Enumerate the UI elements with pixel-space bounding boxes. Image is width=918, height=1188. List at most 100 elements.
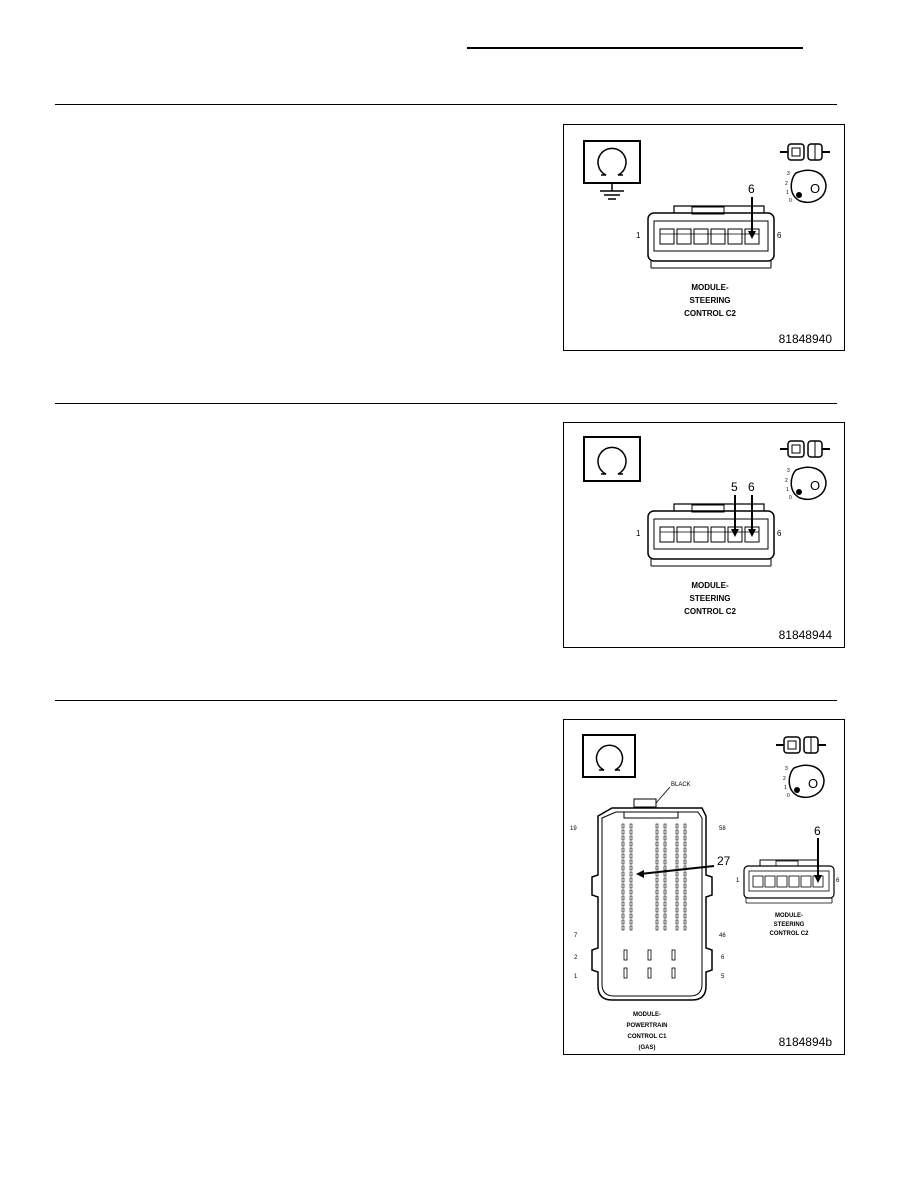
pcm-pin-cavity [663,859,667,865]
pcm-pin-cavity [655,841,659,847]
pcm-pin-cavity [629,841,633,847]
pcm-pin-cavity [655,829,659,835]
pcm-pin-cavity [663,847,667,853]
pcm-pin-label-6: 6 [721,955,725,961]
pcm-pin-cavity [621,919,625,925]
figure-2-drawing: O 3 2 1 0 [583,436,830,567]
pcm-pin-cavity [621,913,625,919]
pcm-pin-cavity [655,883,659,889]
pcm-pin-cavity [675,871,679,877]
pcm-pin-cavity [683,883,687,889]
pcm-pin-cavity [655,895,659,901]
pcm-pin-cavity [683,913,687,919]
header-rule [467,47,803,49]
pcm-pin-cavity [663,841,667,847]
pcm-pin-cavity [675,847,679,853]
pcm-pin-cavity [629,829,633,835]
pcm-connector-name-line-1: MODULE- [633,1012,661,1018]
sub-connector-name-line-1: MODULE- [775,913,803,919]
pcm-connector-name-line-3: CONTROL C1 [627,1034,667,1040]
connector-name-line-2: STEERING [689,594,731,603]
figure-steering-c2-pins-5-6: O 3 2 1 0 [563,422,845,648]
pcm-pin-cavity [621,865,625,871]
pcm-pin-cavity [621,925,625,931]
steering-c2-connector-icon [647,503,775,567]
arrow-pin-label: 6 [748,182,755,196]
pcm-pin-cavity [621,829,625,835]
pcm-pin-cavity [663,889,667,895]
pcm-pin-cavity [629,895,633,901]
pcm-pin-cavity [629,913,633,919]
probe-arrow-sub-pin-6 [814,838,822,883]
pcm-pin-cavity [621,841,625,847]
pcm-pin-cavity [683,853,687,859]
svg-text:2: 2 [783,776,786,782]
pcm-pin-cavity [675,853,679,859]
pcm-pin-cavity [663,871,667,877]
disconnect-connector-icon [780,440,830,458]
section-rule-3 [55,700,837,701]
svg-text:0: 0 [789,495,792,501]
pcm-pin-cavity [663,829,667,835]
pcm-pin-cavity [663,925,667,931]
connector-name-line-3: CONTROL C2 [684,309,736,318]
pcm-pin-cavity [655,847,659,853]
pcm-pin-cavity [663,883,667,889]
section-rule-1 [55,104,837,105]
ignition-off-icon: O 3 2 1 0 [785,466,827,501]
pcm-pin-cavity [663,853,667,859]
pcm-pin-cavity [621,835,625,841]
sub-connector-name-line-3: CONTROL C2 [769,931,809,937]
pcm-pin-cavity [655,835,659,841]
pcm-pin-cavity [663,895,667,901]
pcm-pin-cavity [663,823,667,829]
svg-text:3: 3 [785,766,788,772]
pcm-pin-cavity [629,883,633,889]
figure-id: 81848944 [778,628,832,642]
pcm-pin-cavity [629,859,633,865]
figure-1-drawing: O 3 2 1 0 [583,140,830,269]
probe-arrow-pin-5 [731,495,739,537]
pcm-pin-label-19: 19 [570,826,577,832]
pcm-pin-cavity [675,877,679,883]
probe-arrow-pin-6 [748,197,756,239]
pcm-pin-cavity [629,871,633,877]
disconnect-connector-icon [776,736,826,754]
pcm-pin-cavity [655,901,659,907]
figure-id: 8184894b [778,1035,832,1049]
pcm-pin-cavity [675,835,679,841]
figure-steering-c2-pin6: O 3 2 1 0 6 1 [563,124,845,351]
arrow-sub-pin-6-label: 6 [814,824,821,838]
pcm-pin-cavity [655,913,659,919]
connector-name-line-1: MODULE- [691,581,729,590]
pcm-pin-cavity [663,865,667,871]
pcm-pin-cavity [675,901,679,907]
pcm-pin-cavity [683,901,687,907]
connector-name: MODULE- STEERING CONTROL C2 [660,579,760,618]
sub-pin-left-label: 1 [736,878,740,884]
pcm-pin-cavity [655,907,659,913]
svg-text:1: 1 [784,785,787,791]
svg-text:1: 1 [786,190,789,196]
probe-arrow-pin-27 [636,865,715,878]
pcm-pin-label-7: 7 [574,933,578,939]
pcm-pin-cavity [629,907,633,913]
pcm-pin-cavity [621,889,625,895]
pcm-pin-cavity [629,889,633,895]
connector-name-line-1: MODULE- [691,283,729,292]
figure-id: 81848940 [778,332,832,346]
pin-right-label: 6 [777,231,782,240]
pcm-pin-cavity [675,889,679,895]
pcm-pin-cavity [629,919,633,925]
pcm-pin-cavity [629,925,633,931]
pcm-pin-cavity [683,871,687,877]
figure-3-drawing: O 3 2 1 0 [582,734,835,1001]
pcm-pin-cavity [675,925,679,931]
sub-pin-right-label: 6 [836,878,840,884]
pcm-pin-cavity [621,883,625,889]
pcm-pin-cavity [663,919,667,925]
pcm-pin-cavity [663,901,667,907]
pcm-pin-cavity [621,871,625,877]
pcm-pin-cavity [621,877,625,883]
pcm-pin-cavity [655,823,659,829]
